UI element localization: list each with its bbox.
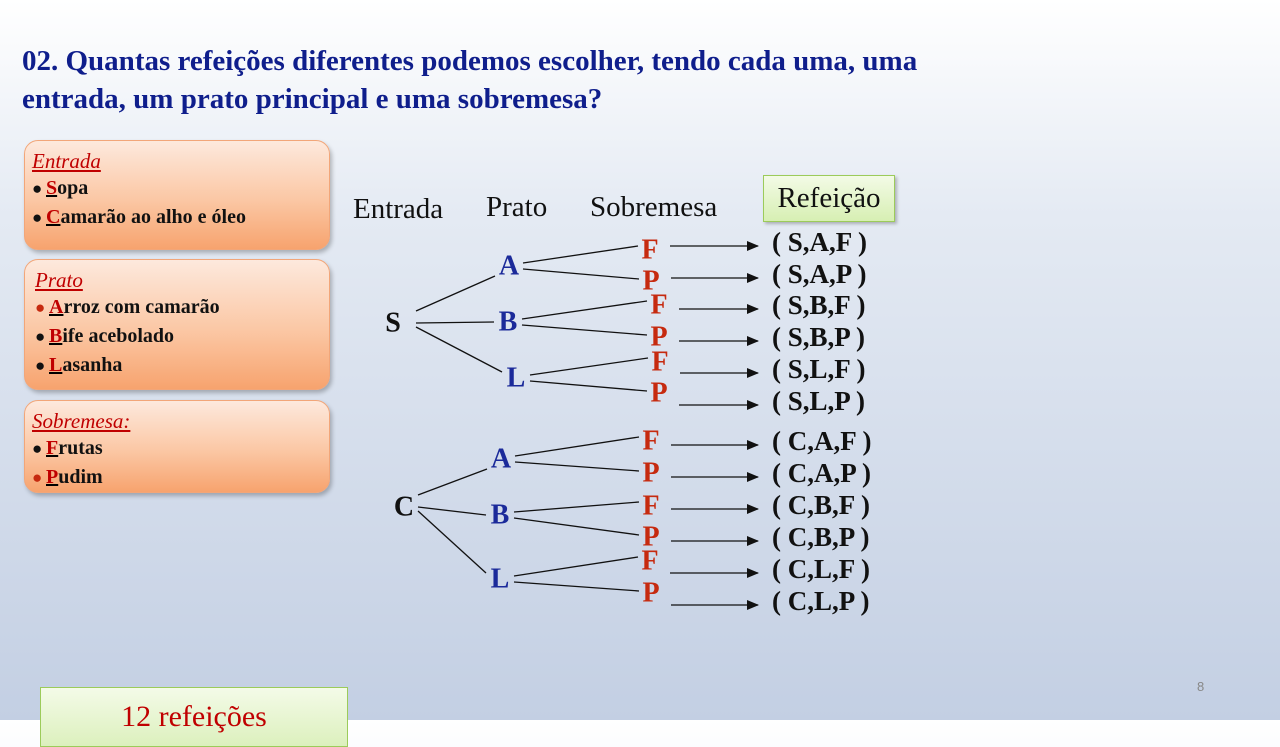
item-text: ife acebolado (62, 325, 174, 347)
prato-item-bife: ●Bife acebolado (35, 322, 321, 351)
sobremesa-node-P: P (642, 266, 659, 297)
prato-node-A: A (499, 251, 520, 282)
item-initial: C (46, 206, 61, 228)
sobremesa-node-P: P (642, 522, 659, 553)
entrada-node-S: S (385, 308, 401, 339)
result-item: ( S,L,P ) (772, 386, 865, 416)
tree-edge (513, 501, 640, 513)
tree-edge (415, 275, 496, 312)
entrada-item-sopa: ●Sopa (32, 174, 321, 203)
question-title: 02. Quantas refeições diferentes podemos… (22, 45, 918, 115)
bullet-icon: ● (35, 327, 46, 346)
bullet-icon: ● (32, 439, 43, 458)
result-item: ( C,A,F ) (772, 426, 871, 456)
sobremesa-node-F: F (642, 491, 659, 522)
item-initial: P (46, 466, 59, 488)
sobremesa-heading: Sobremesa: (32, 409, 131, 433)
bullet-icon: ● (32, 179, 43, 198)
bullet-icon: ● (32, 468, 43, 487)
item-text: amarão ao alho e óleo (60, 206, 246, 228)
sobremesa-node-P: P (650, 378, 667, 409)
prato-item-lasanha: ●Lasanha (35, 351, 321, 380)
item-initial: A (49, 296, 64, 318)
prato-item-arroz: ●Arroz com camarão (35, 293, 321, 322)
prato-box: Prato ●Arroz com camarão ●Bife acebolado… (24, 259, 330, 390)
tree-edge (529, 380, 648, 392)
sobremesa-node-F: F (641, 546, 658, 577)
bullet-icon: ● (35, 356, 46, 375)
sobremesa-node-P: P (650, 322, 667, 353)
bullet-icon: ● (35, 298, 46, 317)
entrada-node-C: C (394, 492, 414, 523)
tree-edge (417, 468, 488, 496)
item-text: asanha (62, 354, 123, 376)
result-item: ( C,L,F ) (772, 554, 870, 584)
tree-edge (529, 357, 649, 376)
prato-node-B: B (491, 500, 510, 531)
sobremesa-box: Sobremesa: ●Frutas ●Pudim (24, 400, 330, 493)
item-text: rroz com camarão (63, 296, 220, 318)
tree-edge (521, 300, 648, 320)
column-sobremesa: Sobremesa (590, 191, 718, 223)
item-text: rutas (58, 437, 103, 459)
tree-edge (415, 321, 495, 324)
sobremesa-node-F: F (651, 347, 668, 378)
tree-edge (513, 581, 640, 592)
entrada-heading: Entrada (32, 149, 101, 173)
item-initial: L (49, 354, 63, 376)
item-initial: B (49, 325, 63, 347)
result-item: ( S,B,F ) (772, 290, 866, 320)
prato-node-L: L (491, 564, 510, 595)
result-item: ( C,L,P ) (772, 586, 870, 616)
result-item: ( S,L,F ) (772, 354, 866, 384)
bullet-icon: ● (32, 208, 43, 227)
item-text: udim (58, 466, 103, 488)
result-item: ( C,B,F ) (772, 490, 870, 520)
item-initial: S (46, 177, 58, 199)
tree-edge (415, 326, 503, 373)
sobremesa-node-P: P (642, 578, 659, 609)
prato-heading: Prato (35, 268, 83, 292)
tree-edge (521, 324, 648, 336)
sobremesa-node-F: F (642, 426, 659, 457)
tree-edge (417, 510, 487, 574)
prato-node-A: A (491, 444, 512, 475)
sobremesa-node-P: P (642, 458, 659, 489)
column-entrada: Entrada (353, 193, 444, 225)
item-text: opa (57, 177, 89, 199)
item-initial: F (46, 437, 59, 459)
sobremesa-node-F: F (650, 290, 667, 321)
result-item: ( C,B,P ) (772, 522, 870, 552)
tree-edge (522, 268, 640, 280)
answer-box: 12 refeições (40, 687, 348, 747)
tree-edge (513, 517, 640, 536)
prato-node-L: L (507, 363, 526, 394)
result-item: ( C,A,P ) (772, 458, 871, 488)
sobremesa-node-F: F (641, 235, 658, 266)
entrada-box: Entrada ●Sopa ●Camarão ao alho e óleo (24, 140, 330, 250)
tree-edge (514, 436, 640, 457)
tree-edge (522, 245, 639, 264)
tree-edge (513, 556, 639, 577)
sobremesa-item-frutas: ●Frutas (32, 434, 321, 463)
column-prato: Prato (486, 191, 548, 223)
result-item: ( S,B,P ) (772, 322, 865, 352)
column-refeicao: Refeição (763, 175, 895, 222)
sobremesa-item-pudim: ●Pudim (32, 463, 321, 492)
result-item: ( S,A,F ) (772, 227, 867, 257)
result-item: ( S,A,P ) (772, 259, 867, 289)
tree-edge (417, 506, 487, 516)
page-number: 8 (1197, 679, 1205, 694)
entrada-item-camarao: ●Camarão ao alho e óleo (32, 203, 321, 232)
tree-edge (514, 461, 640, 472)
prato-node-B: B (499, 307, 518, 338)
